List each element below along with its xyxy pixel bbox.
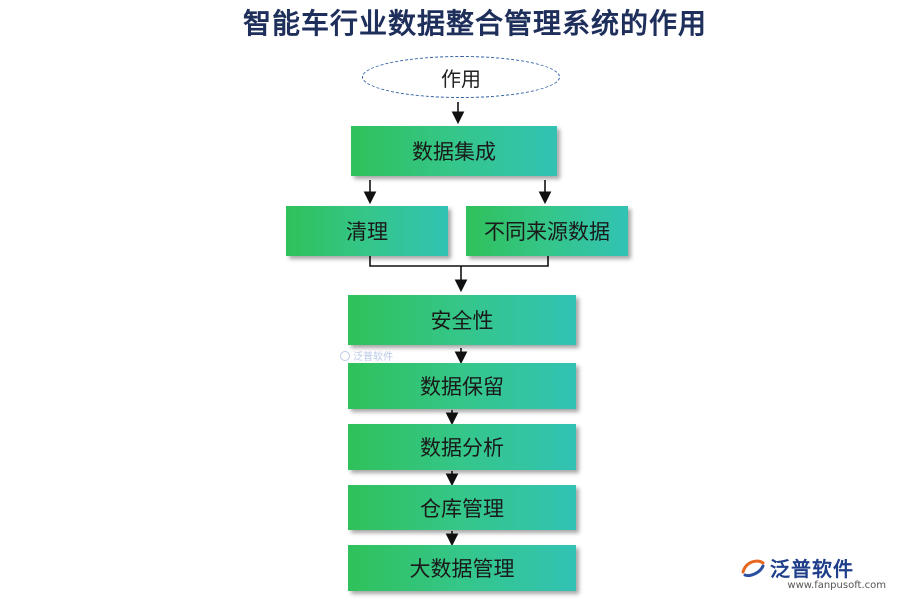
node-sources: 不同来源数据 — [466, 206, 628, 256]
brand-logo: 泛普软件 www.fanpusoft.com — [740, 553, 890, 591]
node-bigdata: 大数据管理 — [348, 545, 576, 591]
merge-bracket — [369, 256, 549, 267]
watermark-icon — [340, 350, 350, 361]
logo-brand-text: 泛普软件 — [770, 557, 854, 581]
node-retention: 数据保留 — [348, 363, 576, 409]
node-warehouse: 仓库管理 — [348, 485, 576, 530]
node-analysis: 数据分析 — [348, 424, 576, 470]
node-security: 安全性 — [348, 295, 576, 345]
watermark-text: 泛普软件 — [353, 352, 393, 363]
node-cleanup: 清理 — [286, 206, 448, 256]
node-integration: 数据集成 — [351, 126, 557, 176]
logo-url: www.fanpusoft.com — [787, 580, 886, 591]
page-title: 智能车行业数据整合管理系统的作用 — [242, 7, 707, 40]
watermark: 泛普软件 — [340, 348, 393, 363]
fanpu-logo-icon — [740, 557, 766, 579]
root-node: 作用 — [362, 56, 560, 98]
